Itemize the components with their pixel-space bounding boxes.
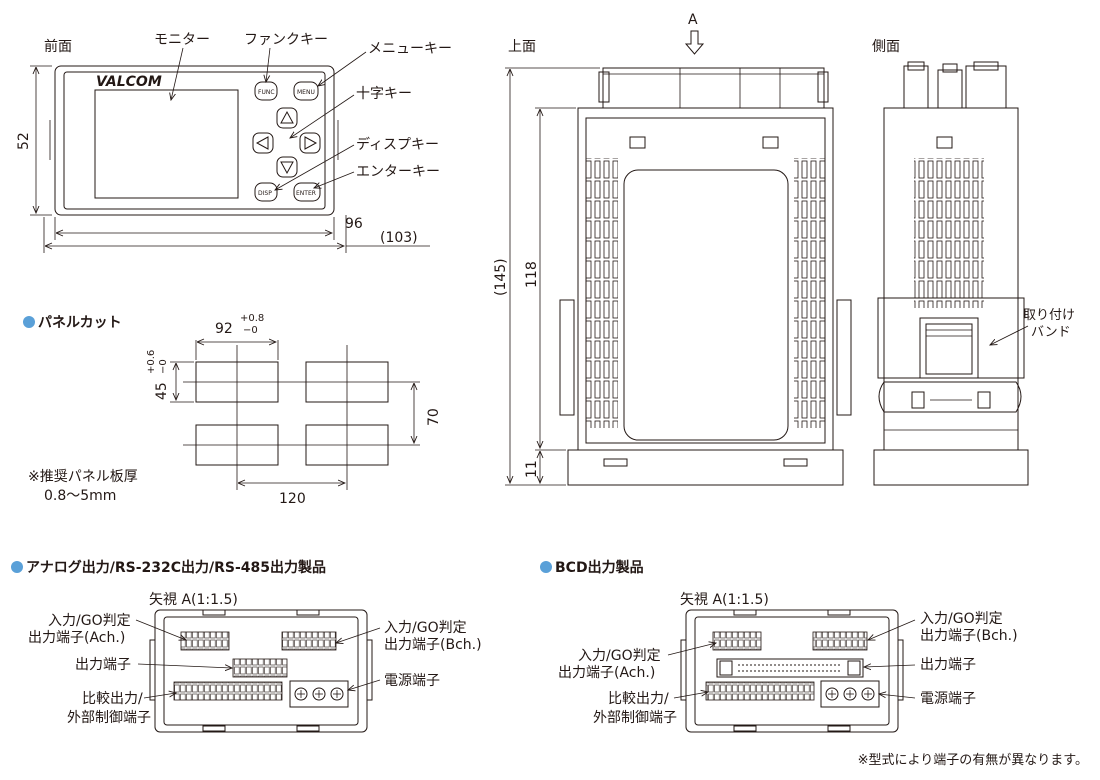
- footer-note: ※型式により端子の有無が異なります。: [858, 753, 1088, 768]
- analog-bullet-icon: [11, 561, 23, 573]
- monitor-callout: モニター: [154, 32, 210, 48]
- bcd-view-label: 矢視 A(1:1.5): [680, 592, 769, 608]
- disp-button-label: DISP: [258, 190, 272, 197]
- bcd-output-label: 出力端子: [920, 657, 976, 673]
- bcd-compare-label-1: 比較出力/: [608, 691, 669, 707]
- body-depth-dim: 118: [524, 261, 540, 288]
- enter-key-callout: エンターキー: [356, 164, 440, 180]
- analog-io-b-label-1: 入力/GO判定: [384, 620, 467, 636]
- analog-compare-label-2: 外部制御端子: [67, 710, 151, 726]
- bcd-io-a-terminal: [712, 631, 762, 651]
- analog-io-a-label-2: 出力端子(Ach.): [28, 630, 125, 646]
- up-arrow-icon: [280, 110, 294, 124]
- analog-output-terminal: [232, 658, 288, 678]
- panel-thickness-note-2: 0.8〜5mm: [44, 488, 116, 504]
- analog-compare-label-1: 比較出力/: [82, 691, 143, 707]
- menu-button-label: MENU: [297, 89, 315, 96]
- display-key-callout: ディスプキー: [356, 136, 439, 153]
- left-arrow-icon: [255, 136, 269, 150]
- function-key-callout: ファンクキー: [244, 32, 328, 48]
- bcd-power-label: 電源端子: [920, 691, 976, 707]
- analog-product: アナログ出力/RS-232C出力/RS-485出力製品 矢視 A(1:1.5) …: [11, 559, 482, 733]
- side-connector-3: [965, 65, 1007, 109]
- front-overall-width-dim: (103): [380, 230, 418, 246]
- panel-cut-title: パネルカット: [38, 315, 122, 331]
- front-bezel: [54, 65, 335, 216]
- cut-width-dim: 92: [215, 321, 233, 337]
- analog-view-label: 矢視 A(1:1.5): [149, 592, 238, 608]
- cut-height-tol-minus: −0: [158, 359, 169, 374]
- disp-button: [254, 182, 278, 202]
- front-view-title: 前面: [44, 38, 72, 55]
- mounting-band: [877, 297, 1025, 379]
- panel-cut-bullet-icon: [23, 316, 35, 328]
- bcd-compare-label-2: 外部制御端子: [593, 710, 677, 726]
- front-width-dim: 96: [345, 216, 363, 232]
- side-front-bezel: [873, 449, 1029, 486]
- func-button-label: FUNC: [258, 89, 275, 96]
- menu-button: [293, 81, 319, 101]
- cross-key-callout: 十字キー: [356, 86, 412, 102]
- cut-width-tol-plus: +0.8: [240, 313, 264, 324]
- side-view-title: 側面: [872, 39, 900, 55]
- side-connector-1: [903, 65, 929, 109]
- bcd-io-b-label-1: 入力/GO判定: [920, 611, 1003, 627]
- front-depth-dim: 11: [524, 460, 540, 478]
- cut-pitch-h-dim: 120: [279, 491, 306, 507]
- brand-logo: VALCOM: [96, 74, 162, 90]
- bcd-io-b-terminal: [812, 631, 868, 651]
- view-a-arrow-label: A: [688, 12, 698, 28]
- analog-power-label: 電源端子: [384, 673, 440, 689]
- bcd-bullet-icon: [540, 561, 552, 573]
- bcd-io-b-label-2: 出力端子(Bch.): [920, 628, 1018, 644]
- analog-compare-terminal: [173, 681, 283, 701]
- cut-height-dim: 45: [154, 382, 170, 400]
- top-view: 上面 A (145) 118 11: [493, 12, 852, 486]
- bcd-io-a-label-1: 入力/GO判定: [578, 648, 661, 664]
- front-view: 前面 モニター ファンクキー メニューキー 十字キー ディスプキー エンターキー…: [16, 32, 452, 253]
- cut-width-tol-minus: −0: [243, 325, 258, 336]
- panel-thickness-note-1: ※推奨パネル板厚: [28, 469, 138, 485]
- band-clamp: [878, 381, 1022, 413]
- analog-io-b-terminal: [281, 631, 337, 651]
- side-connector-2: [937, 69, 963, 109]
- band-label-line1: 取り付け: [1023, 308, 1075, 323]
- monitor-screen: [94, 89, 239, 199]
- down-arrow-icon: [280, 161, 294, 175]
- analog-io-a-terminal: [180, 631, 230, 651]
- view-a-arrow-icon: [684, 30, 705, 55]
- top-center-panel: [623, 169, 789, 441]
- front-height-dim: 52: [16, 132, 32, 150]
- cut-height-tol-plus: +0.6: [146, 350, 157, 374]
- top-front-bezel: [567, 449, 844, 486]
- front-inner-frame: [63, 71, 326, 210]
- bcd-product-title: BCD出力製品: [555, 559, 644, 576]
- panel-cut: パネルカット 92 +0.8 −0 45 +0.6 −0 70 120 ※推奨パ…: [23, 313, 442, 507]
- bcd-product: BCD出力製品 矢視 A(1:1.5) 入力/GO判定 出力端子(Ach.) 入…: [540, 559, 1018, 733]
- band-label-line2: バンド: [1031, 325, 1071, 340]
- analog-io-b-label-2: 出力端子(Bch.): [384, 637, 482, 653]
- analog-power-terminal: [289, 680, 349, 708]
- analog-product-title: アナログ出力/RS-232C出力/RS-485出力製品: [26, 559, 326, 576]
- enter-button-label: ENTER: [296, 190, 316, 197]
- menu-key-callout: メニューキー: [368, 41, 452, 57]
- top-view-title: 上面: [508, 39, 536, 55]
- side-view: 側面 取り付け バンド: [872, 39, 1075, 486]
- cut-pitch-v-dim: 70: [426, 408, 442, 426]
- analog-output-label: 出力端子: [75, 657, 131, 673]
- bcd-io-a-label-2: 出力端子(Ach.): [558, 665, 655, 681]
- analog-io-a-label-1: 入力/GO判定: [48, 613, 131, 629]
- right-arrow-icon: [304, 136, 318, 150]
- bcd-output-connector: [716, 658, 864, 678]
- total-depth-dim: (145): [493, 258, 509, 296]
- bcd-compare-terminal: [705, 681, 815, 701]
